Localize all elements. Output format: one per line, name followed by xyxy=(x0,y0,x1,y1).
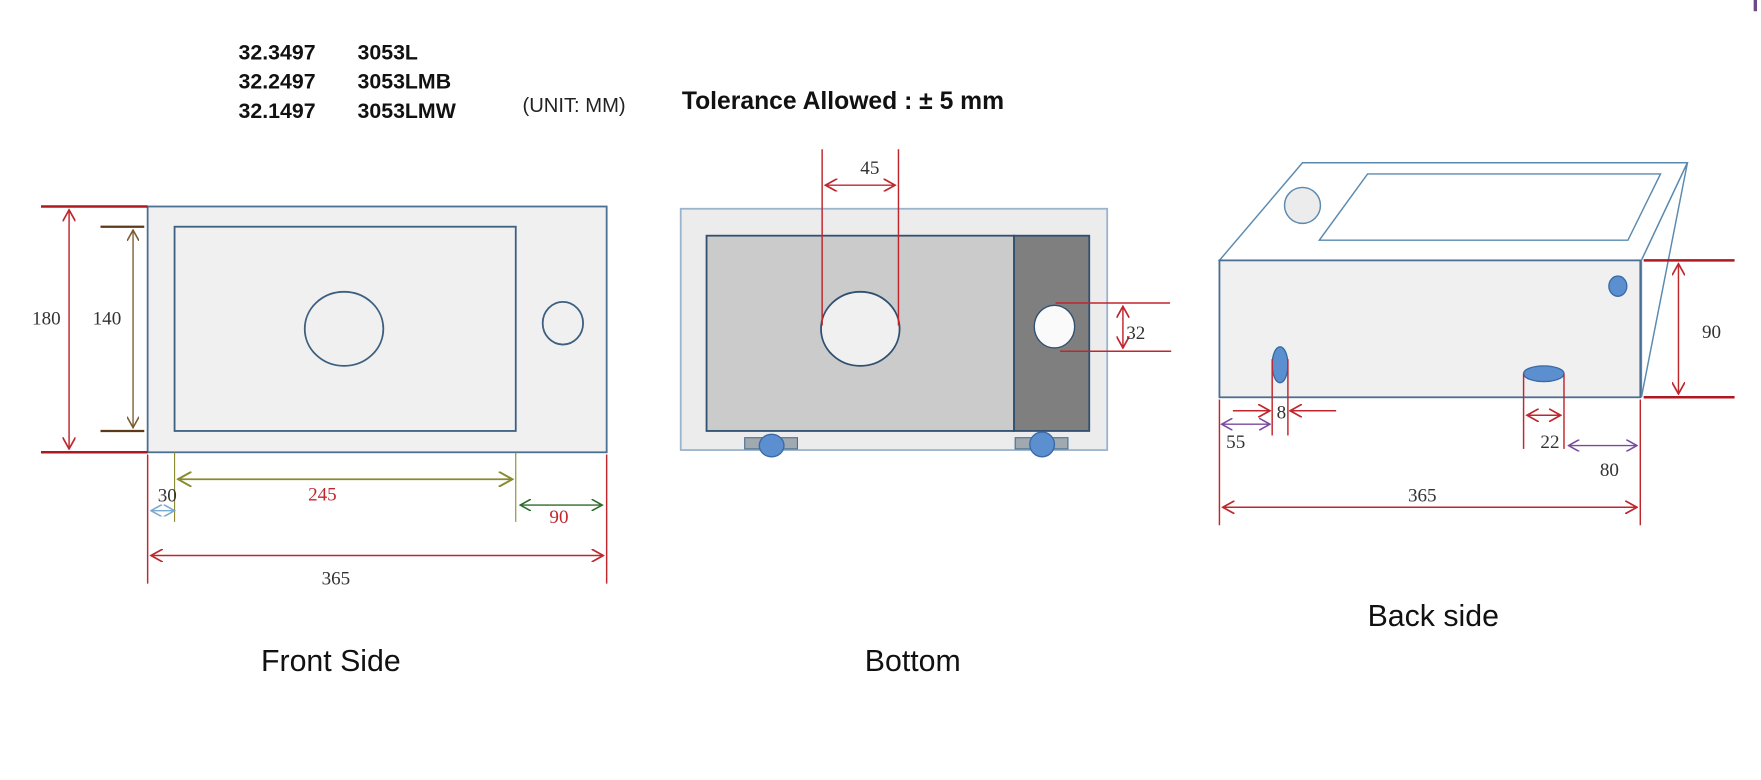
dim-8: 8 xyxy=(1277,403,1287,424)
dim-30: 30 xyxy=(158,486,177,507)
back-caption: Back side xyxy=(1368,600,1499,633)
model-name: 3053LMW xyxy=(358,99,457,123)
side-face xyxy=(1640,162,1689,398)
model-list: 32.3497 3053L 32.2497 3053LMB 32.1497 30… xyxy=(239,40,457,122)
bottom-caption: Bottom xyxy=(865,645,961,678)
model-code: 32.1497 xyxy=(239,99,316,123)
mounting-hole xyxy=(1271,346,1289,384)
tap-hole xyxy=(1033,304,1076,349)
model-name: 3053L xyxy=(358,40,418,64)
corner-mark xyxy=(1753,0,1758,12)
front-view: 180 140 245 30 90 365 Front Side xyxy=(32,205,608,678)
model-code: 32.2497 xyxy=(239,70,316,94)
model-name: 3053LMB xyxy=(358,70,452,94)
dim-90: 90 xyxy=(1702,322,1721,343)
fixing-bolt xyxy=(1029,431,1056,458)
dim-45: 45 xyxy=(860,158,879,179)
dim-140: 140 xyxy=(93,308,122,329)
tap-hole xyxy=(541,301,584,346)
outlet-hole xyxy=(1522,365,1565,383)
bottom-view: 45 32 Bottom xyxy=(679,149,1172,678)
drain-hole xyxy=(303,290,385,367)
dim-245: 245 xyxy=(308,485,337,506)
dim-55: 55 xyxy=(1226,432,1245,453)
basin-top xyxy=(1317,173,1662,241)
dim-32: 32 xyxy=(1126,323,1145,344)
dim-22: 22 xyxy=(1540,432,1559,453)
tolerance-label: Tolerance Allowed : ± 5 mm xyxy=(682,88,1004,115)
dim-365: 365 xyxy=(322,569,351,590)
overflow-hole xyxy=(1608,275,1628,297)
model-code: 32.3497 xyxy=(239,40,316,64)
back-view: 90 8 55 22 80 365 Back side xyxy=(1217,162,1735,633)
unit-label: (UNIT: MM) xyxy=(522,95,625,117)
fixing-bolt xyxy=(758,433,785,458)
dim-80: 80 xyxy=(1600,460,1619,481)
dim-180: 180 xyxy=(32,308,61,329)
front-caption: Front Side xyxy=(261,645,401,678)
tap-hole xyxy=(1283,186,1322,225)
back-face xyxy=(1218,259,1642,399)
dim-90: 90 xyxy=(549,507,568,528)
dim-365: 365 xyxy=(1408,486,1437,507)
drain-hole xyxy=(820,290,901,367)
